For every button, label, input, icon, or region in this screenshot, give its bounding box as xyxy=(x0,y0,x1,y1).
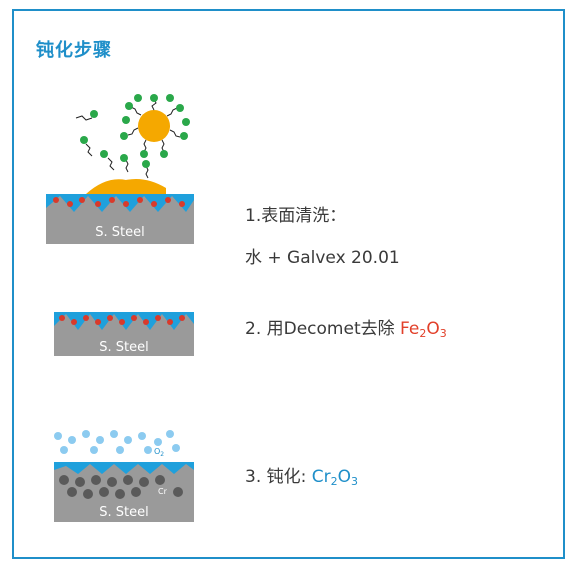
steel-label-2: S. Steel xyxy=(99,340,148,355)
step1-title: 1.表面清洗： xyxy=(245,206,347,226)
steel-label-3: S. Steel xyxy=(99,505,148,520)
chromium-atoms xyxy=(59,475,183,499)
step3-prefix: 3. 钝化: xyxy=(245,467,312,487)
compound-cr2o3: Cr2O3 xyxy=(311,467,359,488)
illustration-cleaning: S. Steel xyxy=(46,94,194,244)
illustration-decomet: S. Steel xyxy=(54,312,194,356)
step2-prefix: 2. 用Decomet去除 xyxy=(245,319,401,339)
dirt-particle xyxy=(138,110,170,142)
oxygen-molecules xyxy=(54,430,180,454)
diagram-title: 钝化步骤 xyxy=(36,40,112,61)
rust-dots xyxy=(53,197,185,207)
passive-layer xyxy=(54,462,194,474)
dirt-layer xyxy=(86,179,166,194)
step1-detail: 水 + Galvex 20.01 xyxy=(245,248,400,268)
step3-text: 3. 钝化: Cr2O3 xyxy=(245,462,358,488)
chromium-label: Cr xyxy=(158,487,168,496)
steel-label-1: S. Steel xyxy=(95,225,144,240)
step2-text: 2. 用Decomet去除 Fe2O3 xyxy=(245,314,447,340)
illustration-passivation: O2 Cr S. Steel xyxy=(54,430,194,522)
surfactant-heads xyxy=(80,94,190,168)
compound-fe2o3: Fe2O3 xyxy=(400,319,447,340)
rust-dots xyxy=(59,315,185,325)
surfactant-tails xyxy=(75,98,181,179)
oxygen-label: O2 xyxy=(154,447,164,458)
